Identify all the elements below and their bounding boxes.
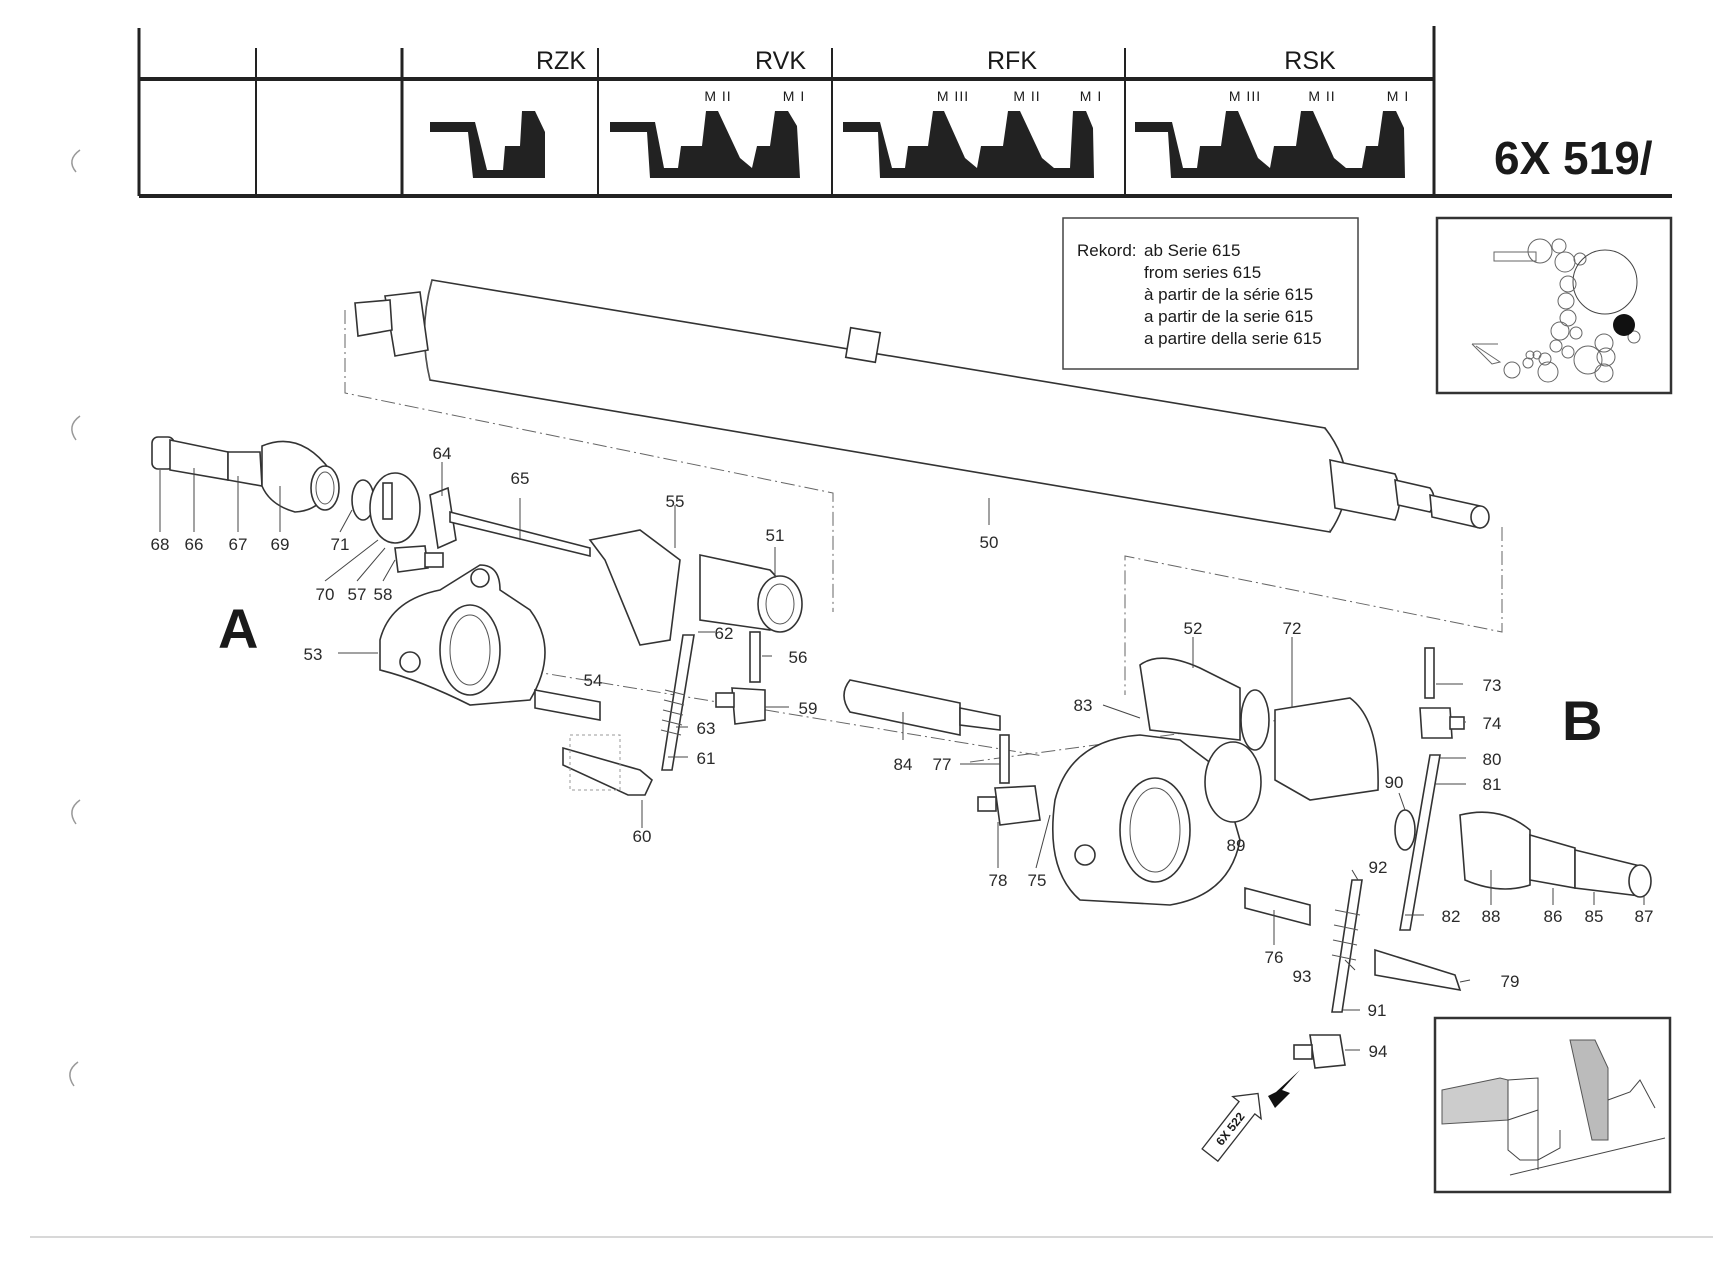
binder-marks: [69, 149, 81, 1087]
callout-70[interactable]: 70: [316, 585, 335, 604]
rsk-m2: M II: [1308, 88, 1335, 104]
callout-68[interactable]: 68: [151, 535, 170, 554]
callout-71[interactable]: 71: [331, 535, 350, 554]
document-number: 6X 519/: [1494, 132, 1653, 184]
callout-93[interactable]: 93: [1293, 967, 1312, 986]
note-line: a partir de la serie 615: [1144, 307, 1313, 326]
callout-64[interactable]: 64: [433, 444, 452, 463]
note-line: ab Serie 615: [1144, 241, 1240, 260]
reference-arrow-head: [1268, 1070, 1300, 1108]
callout-66[interactable]: 66: [185, 535, 204, 554]
note-line: à partir de la série 615: [1144, 285, 1313, 304]
callout-58[interactable]: 58: [374, 585, 393, 604]
callout-55[interactable]: 55: [666, 492, 685, 511]
callout-72[interactable]: 72: [1283, 619, 1302, 638]
callout-53[interactable]: 53: [304, 645, 323, 664]
callout-51[interactable]: 51: [766, 526, 785, 545]
callout-76[interactable]: 76: [1265, 948, 1284, 967]
series-note-box: Rekord: ab Serie 615 from series 615 à p…: [1062, 217, 1359, 370]
callout-85[interactable]: 85: [1585, 907, 1604, 926]
callout-80[interactable]: 80: [1483, 750, 1502, 769]
header-rzk: RZK: [536, 47, 586, 75]
rfk-m2: M II: [1013, 88, 1040, 104]
tooth-detail-inset: [1433, 1016, 1672, 1194]
callout-75[interactable]: 75: [1028, 871, 1047, 890]
callout-87[interactable]: 87: [1635, 907, 1654, 926]
assembly-b-drawing: [843, 647, 1652, 1108]
callout-88[interactable]: 88: [1482, 907, 1501, 926]
callout-69[interactable]: 69: [271, 535, 290, 554]
assembly-a-drawing: [151, 436, 803, 796]
note-line: from series 615: [1144, 263, 1261, 282]
rvk-m2: M II: [704, 88, 731, 104]
note-label: Rekord:: [1077, 241, 1137, 260]
callout-62[interactable]: 62: [715, 624, 734, 643]
callout-82[interactable]: 82: [1442, 907, 1461, 926]
callout-89[interactable]: 89: [1227, 836, 1246, 855]
callout-57[interactable]: 57: [348, 585, 367, 604]
callout-84[interactable]: 84: [894, 755, 913, 774]
callout-86[interactable]: 86: [1544, 907, 1563, 926]
rfk-m1: M I: [1080, 88, 1102, 104]
profile-rvk: [610, 111, 800, 178]
roller-layout-inset: [1435, 216, 1673, 395]
callout-54[interactable]: 54: [584, 671, 603, 690]
rsk-m3: M III: [1229, 88, 1261, 104]
callout-61[interactable]: 61: [697, 749, 716, 768]
callout-50[interactable]: 50: [980, 533, 999, 552]
callout-74[interactable]: 74: [1483, 714, 1502, 733]
callout-91[interactable]: 91: [1368, 1001, 1387, 1020]
callout-78[interactable]: 78: [989, 871, 1008, 890]
header-table: RZK RVK RFK RSK M II M I M III M II M I …: [137, 26, 1672, 198]
profile-rsk: [1135, 111, 1405, 178]
header-rfk: RFK: [987, 47, 1037, 75]
rvk-m1: M I: [783, 88, 805, 104]
note-line: a partire della serie 615: [1144, 329, 1322, 348]
roller-shaft-50: [354, 279, 1490, 533]
callout-52[interactable]: 52: [1184, 619, 1203, 638]
callout-77[interactable]: 77: [933, 755, 952, 774]
callout-59[interactable]: 59: [799, 699, 818, 718]
rsk-m1: M I: [1387, 88, 1409, 104]
callout-83[interactable]: 83: [1074, 696, 1093, 715]
part-callouts: 50 51 52 53 54 55 56 57 58 59 60 61 62 6…: [151, 444, 1654, 1061]
callout-73[interactable]: 73: [1483, 676, 1502, 695]
callout-56[interactable]: 56: [789, 648, 808, 667]
view-b-label: B: [1562, 689, 1602, 752]
header-rvk: RVK: [755, 47, 806, 75]
profile-rzk: [430, 111, 545, 178]
callout-81[interactable]: 81: [1483, 775, 1502, 794]
callout-94[interactable]: 94: [1369, 1042, 1388, 1061]
callout-65[interactable]: 65: [511, 469, 530, 488]
view-a-label: A: [218, 597, 258, 660]
callout-63[interactable]: 63: [697, 719, 716, 738]
leader-lines: [159, 462, 1645, 1051]
profile-rfk: [843, 111, 1094, 178]
callout-79[interactable]: 79: [1501, 972, 1520, 991]
header-rsk: RSK: [1284, 47, 1336, 75]
callout-90[interactable]: 90: [1385, 773, 1404, 792]
callout-67[interactable]: 67: [229, 535, 248, 554]
callout-92[interactable]: 92: [1369, 858, 1388, 877]
callout-60[interactable]: 60: [633, 827, 652, 846]
reference-arrow[interactable]: 6X 522: [1196, 1082, 1272, 1166]
rfk-m3: M III: [937, 88, 969, 104]
